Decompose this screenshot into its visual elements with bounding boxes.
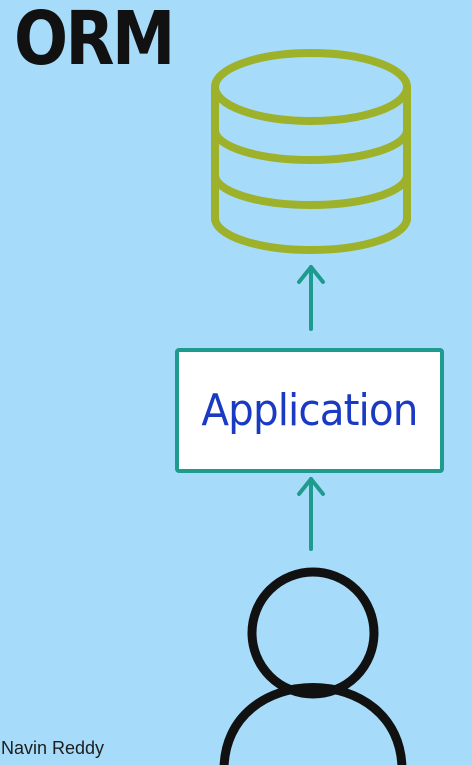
arrow-app-to-database: [297, 265, 325, 331]
application-label: Application: [201, 385, 418, 436]
arrow-user-to-app: [297, 477, 325, 551]
application-box: Application: [175, 348, 444, 473]
author-credit: Navin Reddy: [1, 738, 105, 758]
person-icon: [219, 567, 407, 765]
database-icon: [211, 49, 411, 254]
page-title: ORM: [14, 0, 175, 82]
